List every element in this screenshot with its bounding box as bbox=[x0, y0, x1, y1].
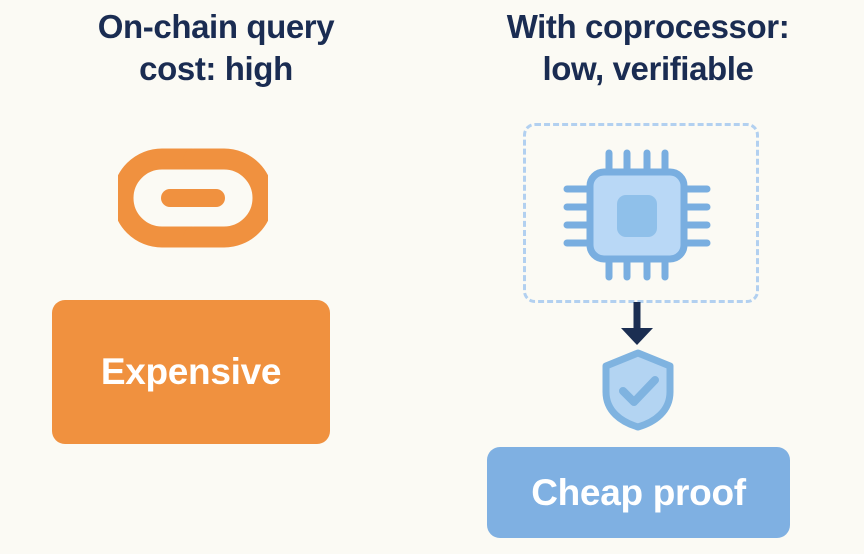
expensive-result-box: Expensive bbox=[52, 300, 330, 444]
right-column-title: With coprocessor: low, verifiable bbox=[506, 8, 790, 88]
chain-link-icon bbox=[112, 145, 274, 251]
shield-check-icon bbox=[600, 349, 676, 431]
cheap-proof-label: Cheap proof bbox=[531, 471, 746, 513]
left-column: On-chain query cost: high Expensive bbox=[52, 8, 335, 444]
right-column: With coprocessor: low, verifiable bbox=[432, 0, 864, 554]
arrow-down-icon bbox=[612, 300, 662, 348]
cheap-proof-result-box: Cheap proof bbox=[487, 447, 790, 538]
cpu-chip-icon bbox=[561, 147, 713, 283]
left-column-title: On-chain query cost: high bbox=[97, 8, 335, 88]
expensive-label: Expensive bbox=[100, 351, 282, 392]
coprocessor-boundary bbox=[523, 123, 759, 303]
